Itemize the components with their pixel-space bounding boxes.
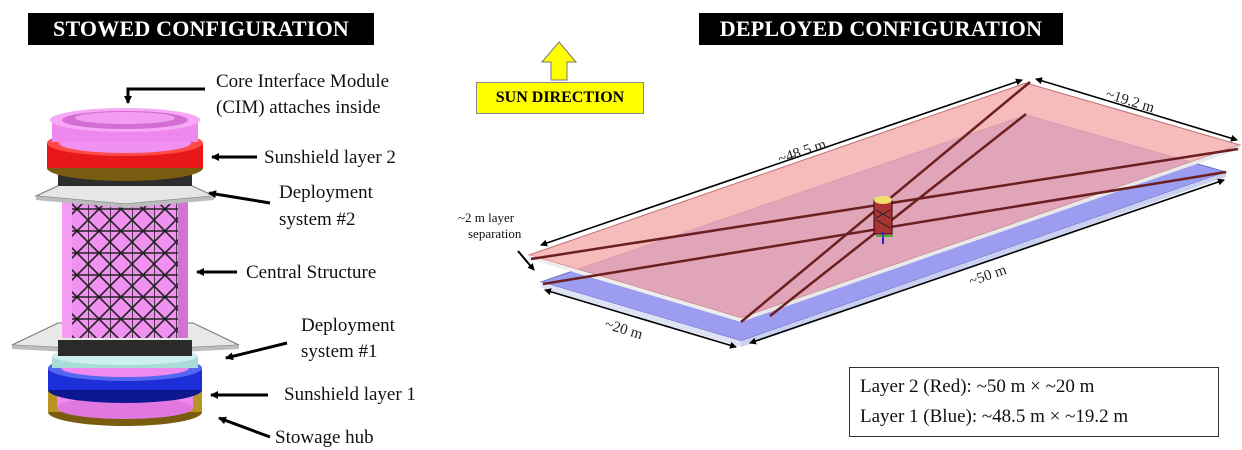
cim-arrow (124, 87, 205, 104)
stowed-title: STOWED CONFIGURATION (28, 13, 374, 45)
deployment-system1-arrow (225, 341, 288, 361)
sun-direction-label: SUN DIRECTION (476, 82, 644, 114)
legend-box: Layer 2 (Red): ~50 m × ~20 m Layer 1 (Bl… (849, 367, 1219, 437)
deployment-system2-label-line1: Deployment (279, 182, 373, 203)
dim-top-short (1035, 77, 1238, 142)
sunshield-layer1-label: Sunshield layer 1 (284, 384, 416, 405)
sun-arrow-icon (540, 41, 578, 81)
stowed-stack (11, 108, 240, 426)
stowage-hub-arrow (218, 416, 271, 439)
dimension-lines (517, 77, 1238, 349)
separation-label-line1: ~2 m layer (458, 210, 515, 225)
sunshield-layer2-label: Sunshield layer 2 (264, 147, 396, 168)
cim-label-line1: Core Interface Module (216, 71, 390, 92)
deployment-system1-drum (58, 340, 192, 356)
deployment-system1-label-line2: system #1 (301, 341, 378, 362)
central-structure-label: Central Structure (246, 262, 377, 283)
separation-label-line2: separation (468, 226, 522, 241)
deployment-system1-label-line1: Deployment (301, 315, 395, 336)
stowed-leader-arrows (124, 87, 288, 439)
dim-top-long (540, 78, 1023, 247)
central-structure (62, 200, 188, 338)
legend-layer1: Layer 1 (Blue): ~48.5 m × ~19.2 m (860, 406, 1129, 427)
deployed-sunshield (527, 81, 1242, 347)
dim-bottom-short-label: ~20 m (603, 317, 645, 344)
dim-bottom-long (749, 178, 1225, 345)
deployed-title: DEPLOYED CONFIGURATION (699, 13, 1063, 45)
legend-layer2: Layer 2 (Red): ~50 m × ~20 m (860, 376, 1095, 397)
separation-arrow (517, 250, 535, 271)
deployment-system2-label-line2: system #2 (279, 209, 356, 230)
cim-label-line2: (CIM) attaches inside (216, 97, 381, 118)
deployment-system2-arrow (208, 190, 271, 205)
stowage-hub-label: Stowage hub (275, 427, 374, 448)
dim-bottom-short (544, 288, 737, 349)
